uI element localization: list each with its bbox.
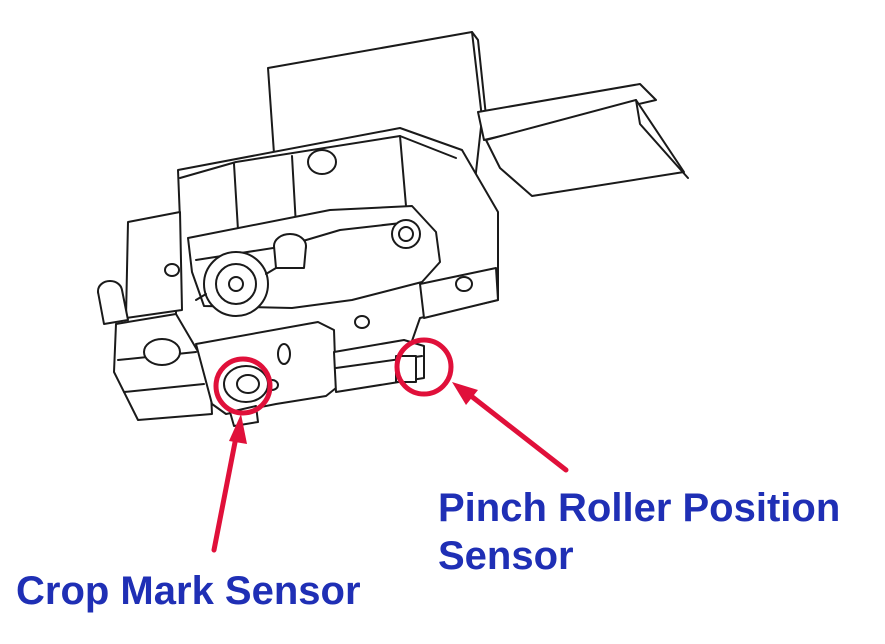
crop-mark-sensor-label: Crop Mark Sensor: [16, 567, 361, 615]
left-side-plate: [125, 211, 183, 319]
pivot-boss-inner: [398, 226, 414, 242]
upper-knob-shaft: [273, 245, 307, 269]
front-slot: [277, 343, 291, 365]
pinch-roller-position-sensor-label: Pinch Roller Position Sensor: [438, 484, 840, 580]
right-arm-edge: [635, 99, 689, 179]
crop-mark-sensor-callout-ring: [213, 356, 273, 416]
top-housing-inner-edge: [471, 31, 487, 117]
pinch-roller-label-line2: Sensor: [438, 534, 574, 578]
crop-mark-arrow: [211, 414, 247, 553]
pinch-roller-hub: [228, 276, 244, 292]
pinch-roller-sensor-callout-ring: [394, 337, 454, 397]
side-hole: [164, 263, 180, 277]
main-body-fold: [233, 135, 407, 231]
left-base: [113, 313, 213, 421]
pinch-roller-label-line1: Pinch Roller Position: [438, 486, 841, 530]
left-peg-shaft: [97, 289, 129, 325]
right-arm-plate: [485, 99, 685, 197]
right-face: [419, 267, 499, 319]
mid-hole: [354, 315, 370, 329]
pinch-roller-axle: [195, 267, 277, 301]
body-hole: [307, 149, 337, 175]
left-boss: [143, 338, 181, 366]
pinch-roller-arrow: [452, 382, 569, 473]
right-face-hole: [455, 276, 473, 292]
crop-mark-label-text: Crop Mark Sensor: [16, 569, 361, 613]
crop-mark-sensor-lens: [236, 374, 260, 394]
print-head-assembly: [97, 31, 689, 427]
main-body-top-edge: [179, 135, 457, 179]
right-arm: [477, 83, 657, 141]
